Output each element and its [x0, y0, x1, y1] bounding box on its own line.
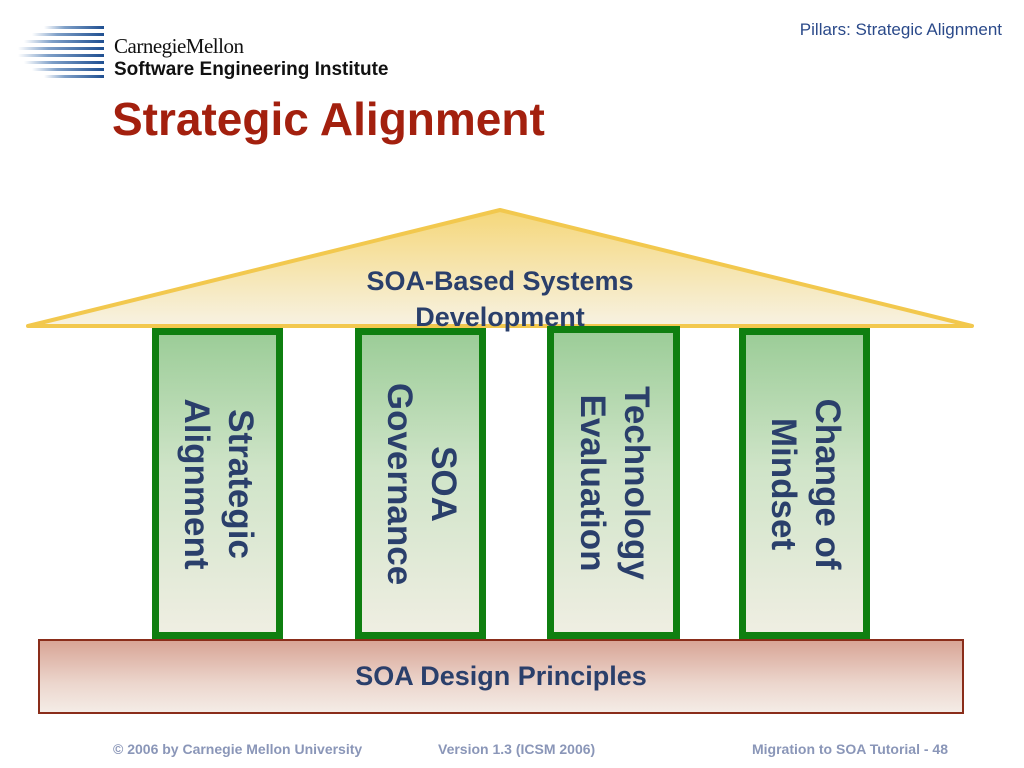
pillar-change-of-mindset: Change of Mindset: [739, 328, 870, 639]
pillar-label: Change of Mindset: [761, 398, 849, 569]
pillar-label-line-2: Governance: [379, 382, 419, 585]
base-label: SOA Design Principles: [355, 661, 647, 691]
pillar-soa-governance: SOA Governance: [355, 328, 486, 639]
pillar-label: Strategic Alignment: [174, 398, 262, 569]
logo-sei-name: Software Engineering Institute: [114, 59, 389, 80]
sei-logo: CarnegieMellon Software Engineering Inst…: [18, 24, 418, 84]
pillar-label-line-2: Evaluation: [572, 394, 612, 571]
footer-page-number: Migration to SOA Tutorial - 48: [752, 741, 948, 757]
footer-copyright: © 2006 by Carnegie Mellon University: [113, 741, 363, 757]
sei-stripes-logo-icon: [18, 26, 104, 78]
header-tag: Pillars: Strategic Alignment: [799, 20, 1002, 39]
pillar-label-line-2: Mindset: [763, 417, 803, 550]
footer-version: Version 1.3 (ICSM 2006): [438, 741, 596, 757]
roof-label-line-1: SOA-Based Systems: [366, 266, 634, 296]
pillar-label-line-1: Strategic: [220, 408, 260, 559]
pillar-technology-evaluation: Technology Evaluation: [547, 326, 680, 639]
roof-label: SOA-Based Systems Development: [300, 263, 700, 335]
pillar-label-line-2: Alignment: [176, 397, 216, 570]
pillar-label-line-1: Change of: [807, 397, 847, 570]
pillar-label-line-1: SOA: [423, 445, 463, 522]
pillar-label: SOA Governance: [377, 382, 465, 584]
logo-carnegie-mellon: CarnegieMellon: [114, 34, 244, 58]
slide-title: Strategic Alignment: [112, 93, 545, 145]
pillar-label: Technology Evaluation: [570, 386, 658, 580]
pillar-strategic-alignment: Strategic Alignment: [152, 328, 283, 639]
pillar-label-line-1: Technology: [616, 385, 656, 580]
base-foundation: SOA Design Principles: [38, 639, 964, 714]
